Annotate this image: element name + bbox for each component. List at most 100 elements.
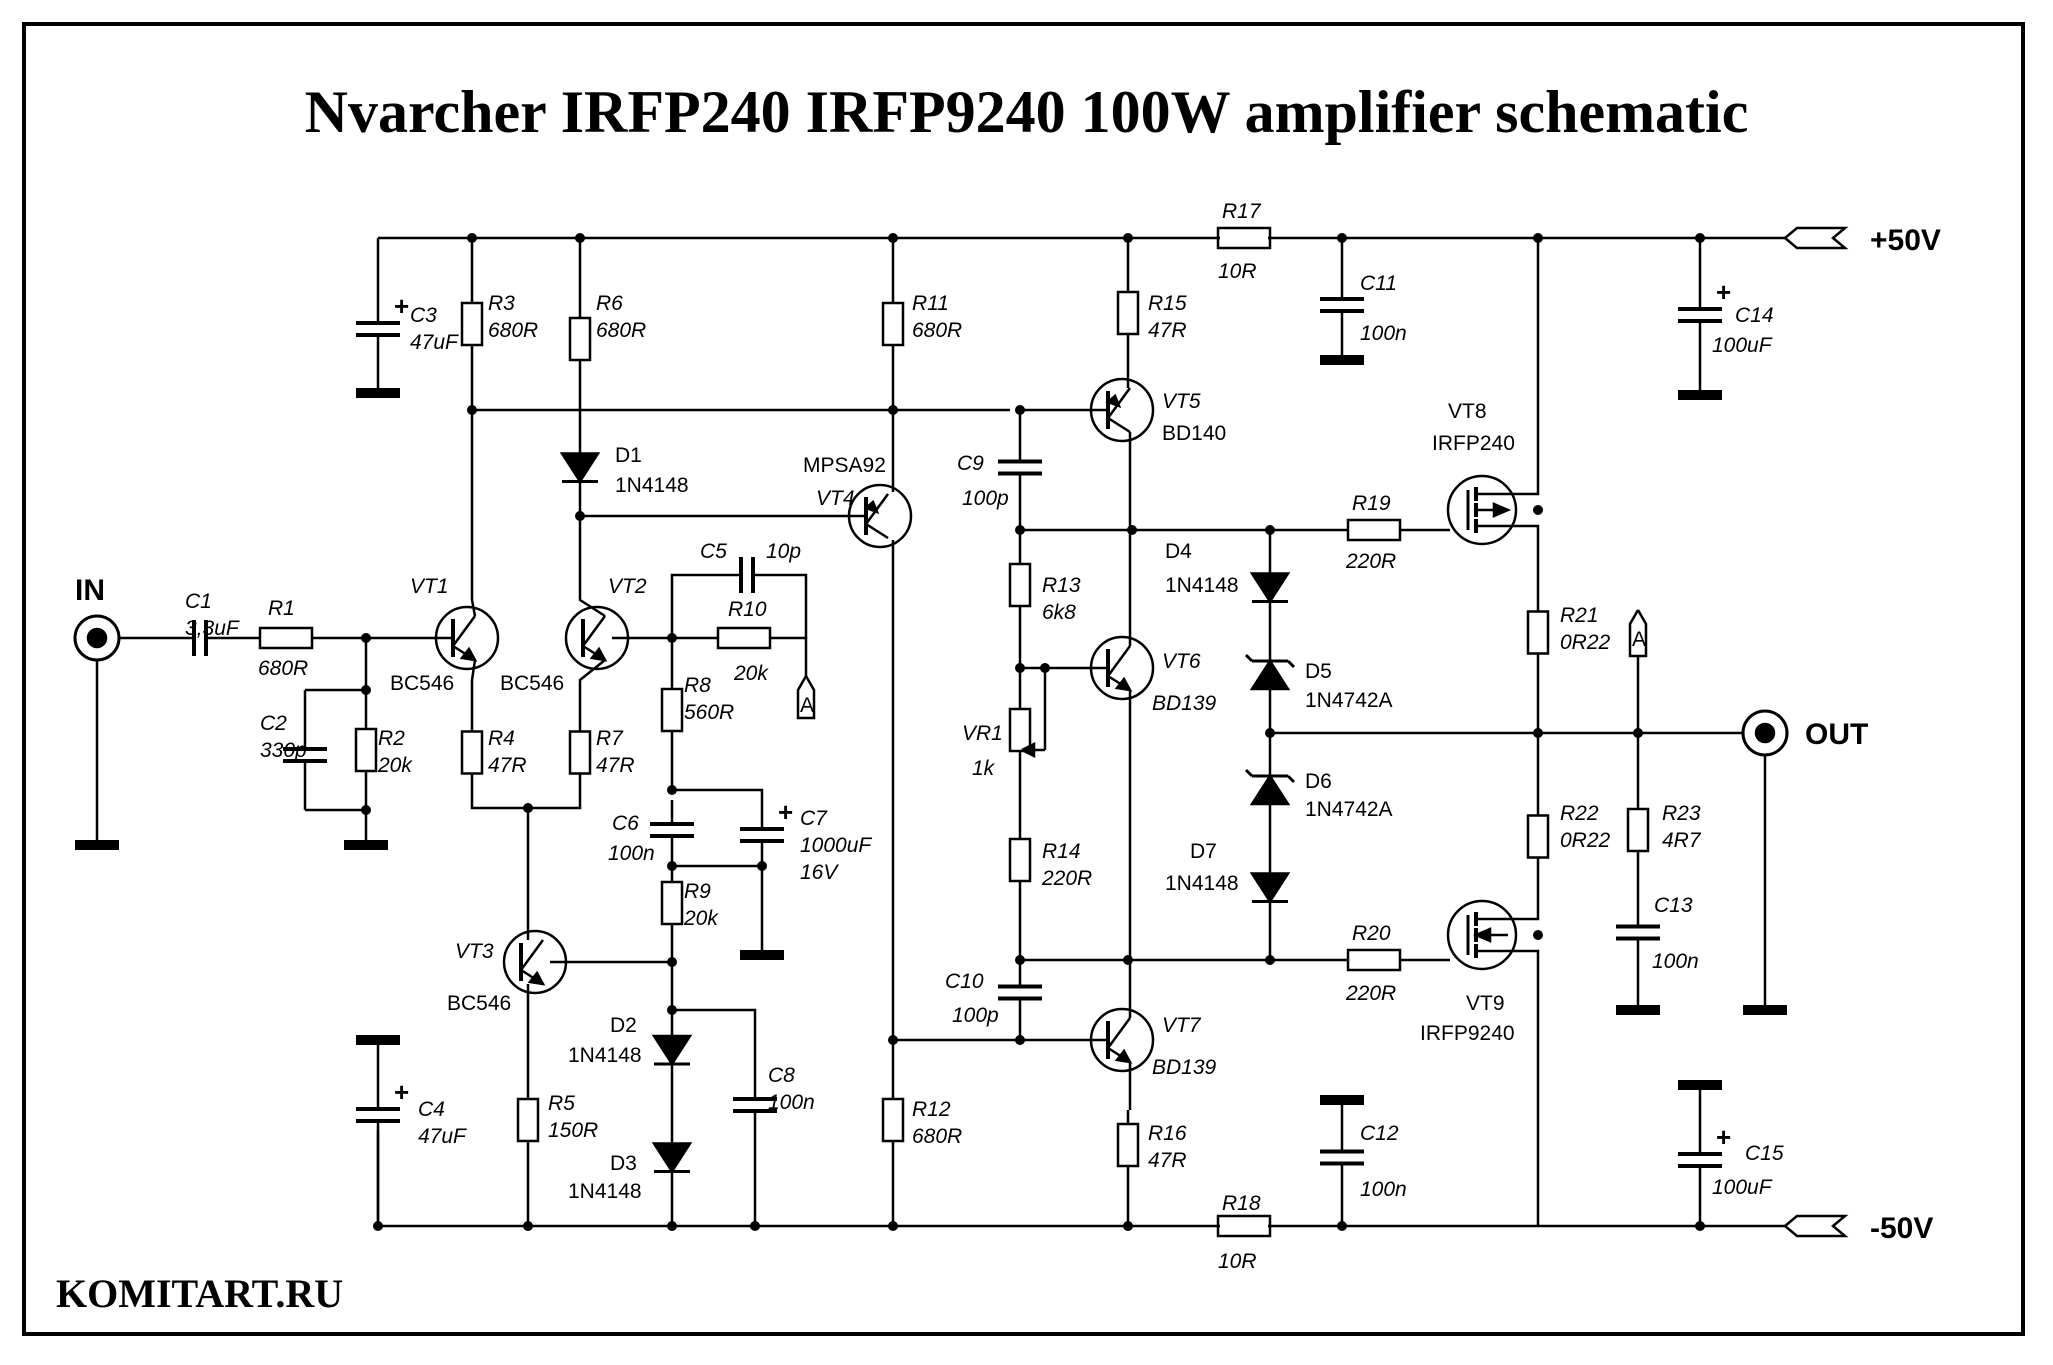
output-label: OUT [1805, 718, 1868, 751]
r16-resistor [1116, 1110, 1140, 1180]
r8-resistor [660, 660, 684, 760]
vt1-ref-label: VT1 [410, 575, 449, 598]
c6-capacitor [650, 800, 694, 860]
r9-ref-label: R9 [684, 880, 711, 903]
d3-diode [651, 1130, 693, 1185]
r20-ref-label: R20 [1352, 922, 1391, 945]
ground-symbol [1678, 1080, 1722, 1090]
c14-value-label: 100uF [1712, 334, 1773, 357]
vr1-resistor [1008, 690, 1032, 770]
r23-value-label: 4R7 [1662, 829, 1702, 852]
ground-symbol [356, 388, 400, 398]
r13-value-label: 6k8 [1042, 601, 1076, 624]
vt7-ref-label: VT7 [1162, 1014, 1202, 1037]
r14-value-label: 220R [1041, 867, 1092, 890]
svg-text:+: + [1716, 277, 1731, 307]
r20-resistor [1346, 948, 1402, 972]
c4-capacitor: + [356, 1070, 409, 1160]
r9-value-label: 20k [683, 907, 719, 930]
c6-value-label: 100n [608, 842, 655, 865]
c11-capacitor [1320, 295, 1364, 315]
r19-ref-label: R19 [1352, 492, 1391, 515]
vt6-value-label: BD139 [1152, 692, 1217, 715]
input-jack [73, 614, 121, 662]
d1-diode [559, 440, 601, 495]
vt6-ref-label: VT6 [1162, 650, 1201, 673]
ground-symbol [1743, 1005, 1787, 1015]
r15-value-label: 47R [1148, 319, 1187, 342]
c7-ref-label: C7 [800, 807, 828, 830]
c9-value-label: 100p [962, 487, 1009, 510]
c11-ref-label: C11 [1360, 272, 1397, 295]
c14-capacitor: + [1678, 277, 1731, 330]
ground-symbol [740, 950, 784, 960]
output-jack [1741, 709, 1789, 757]
site-credit: KOMITART.RU [56, 1271, 344, 1316]
vt4-transistor [847, 483, 913, 549]
d5-diode [1244, 645, 1296, 705]
c3-value-label: 47uF [410, 331, 459, 354]
d5-ref-label: D5 [1305, 660, 1332, 683]
ground-symbol [1320, 1095, 1364, 1105]
r22-ref-label: R22 [1560, 802, 1599, 825]
ground-symbol [356, 1035, 400, 1045]
r4-ref-label: R4 [488, 727, 515, 750]
vt5-ref-label: VT5 [1162, 390, 1201, 413]
c3-ref-label: C3 [410, 304, 437, 327]
r20-value-label: 220R [1345, 982, 1396, 1005]
c5-capacitor [730, 557, 764, 593]
r2-ref-label: R2 [378, 727, 405, 750]
vt8-ref-label: VT8 [1448, 400, 1487, 423]
r18-ref-label: R18 [1222, 1192, 1261, 1215]
r11-resistor [881, 238, 905, 410]
r2-value-label: 20k [377, 754, 413, 777]
c4-value-label: 47uF [418, 1125, 467, 1148]
c12-value-label: 100n [1360, 1178, 1407, 1201]
c4-ref-label: C4 [418, 1098, 445, 1121]
d2-ref-label: D2 [610, 1014, 637, 1037]
vt4-ref-label: VT4 [816, 487, 855, 510]
vt5-value-label: BD140 [1162, 422, 1226, 445]
vt7-value-label: BD139 [1152, 1056, 1217, 1079]
r3-resistor [460, 238, 484, 410]
drawing-frame [22, 22, 2025, 1336]
c2-ref-label: C2 [260, 712, 287, 735]
r8-ref-label: R8 [684, 674, 711, 697]
input-label: IN [75, 574, 105, 607]
c12-ref-label: C12 [1360, 1122, 1399, 1145]
vt1-transistor [434, 605, 500, 671]
svg-text:+: + [1716, 1122, 1731, 1152]
r2-resistor [354, 690, 378, 810]
d3-ref-label: D3 [610, 1152, 637, 1175]
r19-resistor [1346, 518, 1402, 542]
r23-resistor [1626, 790, 1650, 870]
vt8-mosfet [1446, 474, 1518, 546]
d7-diode [1249, 860, 1291, 915]
vt3-ref-label: VT3 [455, 940, 494, 963]
c6-ref-label: C6 [612, 812, 639, 835]
d6-diode [1244, 765, 1296, 815]
r22-resistor [1526, 803, 1550, 870]
r16-ref-label: R16 [1148, 1122, 1187, 1145]
r15-resistor [1116, 238, 1140, 388]
ground-symbol [1616, 1005, 1660, 1015]
c8-ref-label: C8 [768, 1064, 795, 1087]
r7-resistor [568, 715, 592, 790]
r21-resistor [1526, 595, 1550, 670]
supply-terminal-neg [1784, 1214, 1849, 1238]
r1-value-label: 680R [258, 657, 308, 680]
d5-value-label: 1N4742A [1305, 689, 1393, 712]
c9-capacitor [998, 450, 1042, 485]
r18-value-label: 10R [1218, 1250, 1257, 1273]
c12-capacitor [1320, 1145, 1364, 1170]
c10-capacitor [998, 980, 1042, 1005]
net-a-flag-output [1628, 609, 1648, 658]
junction-dots [361, 233, 1705, 1231]
r17-resistor [1216, 226, 1272, 250]
d6-ref-label: D6 [1305, 770, 1332, 793]
c13-capacitor [1616, 920, 1660, 945]
c13-value-label: 100n [1652, 950, 1699, 973]
c15-value-label: 100uF [1712, 1176, 1773, 1199]
